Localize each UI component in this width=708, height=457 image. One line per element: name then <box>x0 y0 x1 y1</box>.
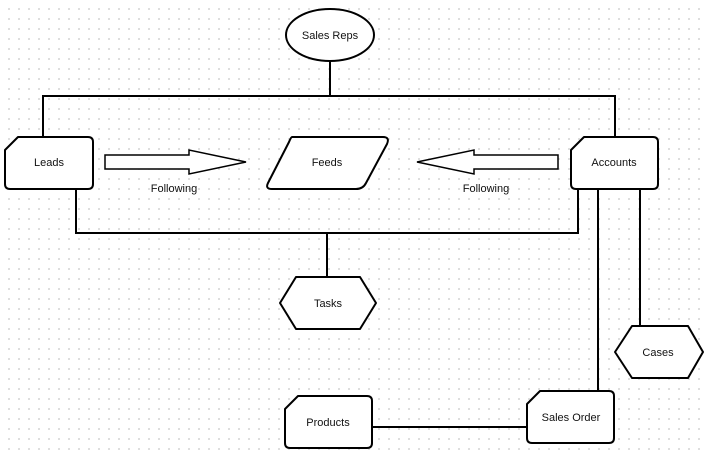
connectors <box>42 60 641 428</box>
edge-label-accounts-following: Following <box>463 183 509 195</box>
node-accounts[interactable]: Accounts <box>570 136 659 190</box>
node-sales-order[interactable]: Sales Order <box>526 390 615 444</box>
node-products[interactable]: Products <box>284 395 373 449</box>
node-accounts-label: Accounts <box>591 157 637 169</box>
connector-top-bus[interactable] <box>42 95 616 137</box>
node-feeds[interactable]: Feeds <box>266 136 389 190</box>
node-tasks-label: Tasks <box>314 298 343 310</box>
node-cases-label: Cases <box>642 347 674 359</box>
node-feeds-label: Feeds <box>312 157 343 169</box>
arrow-leads-to-feeds[interactable] <box>104 149 247 175</box>
node-products-label: Products <box>306 417 350 429</box>
node-cases[interactable]: Cases <box>614 325 704 379</box>
node-leads-label: Leads <box>34 157 64 169</box>
node-sales-reps-label: Sales Reps <box>302 30 359 42</box>
node-sales-order-label: Sales Order <box>542 412 601 424</box>
arrow-accounts-to-feeds[interactable] <box>416 149 559 175</box>
node-tasks[interactable]: Tasks <box>279 276 377 330</box>
edge-label-leads-following: Following <box>151 183 197 195</box>
node-sales-reps[interactable]: Sales Reps <box>285 8 375 62</box>
node-leads[interactable]: Leads <box>4 136 94 190</box>
